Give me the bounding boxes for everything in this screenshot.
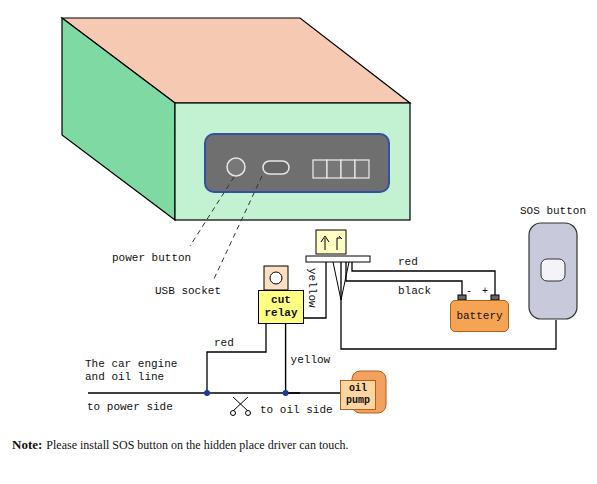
node-label: cut relay — [262, 294, 300, 320]
power-button — [227, 158, 245, 176]
cut-handle — [231, 411, 236, 416]
sos-casing — [529, 223, 577, 319]
wire-color-label: yellow — [305, 268, 318, 308]
socket-pin — [341, 160, 355, 178]
line-label: to power side — [87, 401, 173, 414]
cut-cross — [233, 397, 248, 411]
cut-handle — [246, 411, 251, 416]
polarity-sign: + — [482, 286, 488, 298]
housing-front — [175, 103, 410, 220]
wire-color-label: red — [214, 337, 234, 350]
node-label: battery — [456, 310, 502, 323]
battery-box: battery — [450, 300, 509, 332]
part-label: USB socket — [155, 285, 221, 298]
relay-knob — [270, 272, 282, 284]
leader-line — [190, 177, 234, 246]
junction-dot — [283, 390, 289, 396]
wire-color-label: yellow — [291, 354, 331, 367]
relay-red-wire — [207, 322, 266, 393]
usb-socket — [263, 161, 289, 174]
oil-line — [88, 392, 300, 394]
wire-color-label: red — [398, 256, 418, 269]
tracker-housing — [62, 18, 410, 220]
plug-arrows — [321, 236, 342, 250]
socket-pin — [313, 160, 327, 178]
line-label: The car engine and oil line — [85, 358, 197, 384]
line-label: to oil side — [260, 404, 333, 417]
yellow-wire — [302, 262, 326, 318]
sos-button: SOS button — [516, 205, 590, 321]
node-label: oil pump — [343, 383, 373, 407]
cut-relay-box: cut relay — [258, 290, 304, 324]
wire-connector — [286, 324, 340, 393]
part-label: power button — [112, 252, 191, 265]
device-heading: SOS button — [520, 205, 586, 218]
note-heading: Note: — [12, 437, 42, 452]
wire-color-label: black — [398, 285, 431, 298]
relay-cap — [264, 266, 288, 290]
wire-plug — [316, 230, 346, 254]
polarity-sign: - — [466, 286, 472, 298]
sos-wire — [341, 262, 556, 349]
socket-pin — [355, 160, 369, 178]
leader-line — [213, 176, 262, 281]
cut-mark — [231, 397, 251, 416]
junction-dot — [204, 390, 210, 396]
sos-key — [541, 259, 565, 281]
plug-base — [306, 256, 370, 262]
oil-pump-box: oil pump — [340, 380, 376, 410]
housing-side — [62, 18, 175, 220]
front-panel — [205, 134, 389, 192]
note-text: Please install SOS button on the hidden … — [46, 438, 348, 452]
leader-lines — [190, 176, 262, 281]
sos-device — [527, 221, 579, 321]
connector-socket — [313, 160, 369, 178]
socket-pin — [327, 160, 341, 178]
